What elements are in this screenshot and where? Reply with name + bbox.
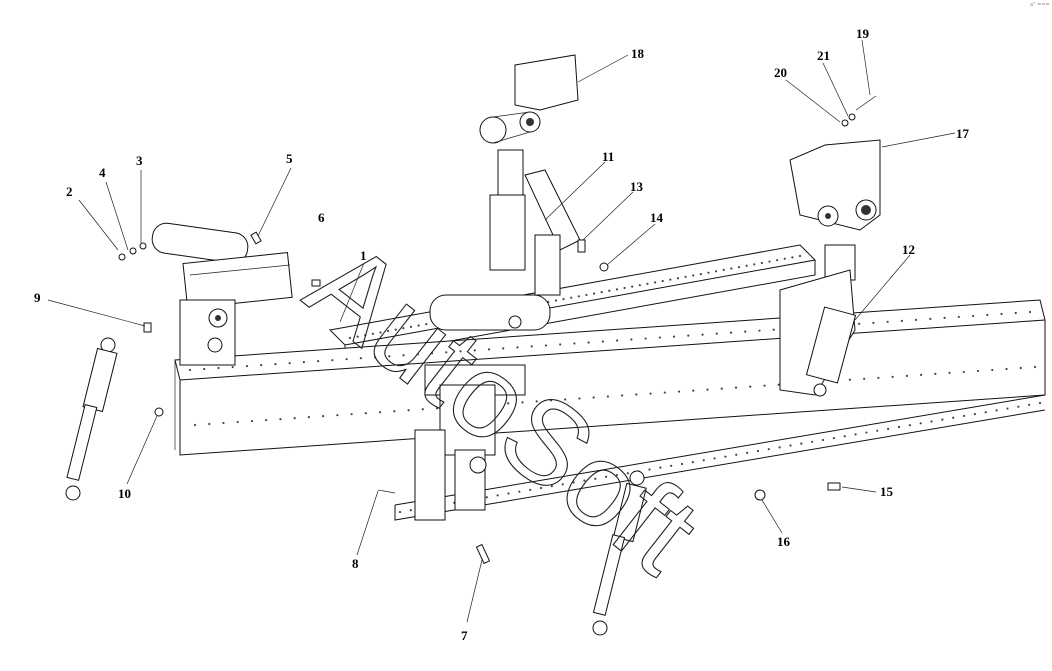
- callout-20: 20: [774, 65, 787, 80]
- callout-21: 21: [817, 48, 830, 63]
- fasteners: [118, 95, 877, 565]
- callout-13: 13: [630, 179, 644, 194]
- callout-10: 10: [118, 486, 131, 501]
- callout-14: 14: [650, 210, 664, 225]
- right-assembly: [779, 139, 881, 397]
- center-lower-assembly: [414, 294, 551, 521]
- middle-shock-absorber: [592, 470, 647, 636]
- callout-11: 11: [602, 149, 614, 164]
- callout-9: 9: [34, 290, 41, 305]
- left-shock-absorber: [65, 337, 118, 501]
- left-bracket-assembly: [151, 222, 293, 366]
- callout-17: 17: [956, 126, 970, 141]
- corner-mark: a° ===: [1030, 2, 1050, 8]
- callout-18: 18: [631, 46, 645, 61]
- callout-1: 1: [360, 248, 367, 263]
- callout-16: 16: [777, 534, 791, 549]
- center-upper-bracket: [479, 54, 581, 296]
- callout-4: 4: [99, 165, 106, 180]
- callout-2: 2: [66, 184, 73, 199]
- callout-7: 7: [461, 628, 468, 643]
- callout-19: 19: [856, 26, 870, 41]
- callout-labels: 1 2 3 4 5 6 7 8 9 10 11 12 13 14 15 16 1…: [34, 26, 970, 643]
- callout-15: 15: [880, 484, 894, 499]
- callout-5: 5: [286, 151, 293, 166]
- callout-8: 8: [352, 556, 359, 571]
- callout-6: 6: [318, 210, 325, 225]
- leader-lines: [47, 39, 956, 623]
- callout-3: 3: [136, 153, 143, 168]
- callout-12: 12: [902, 242, 915, 257]
